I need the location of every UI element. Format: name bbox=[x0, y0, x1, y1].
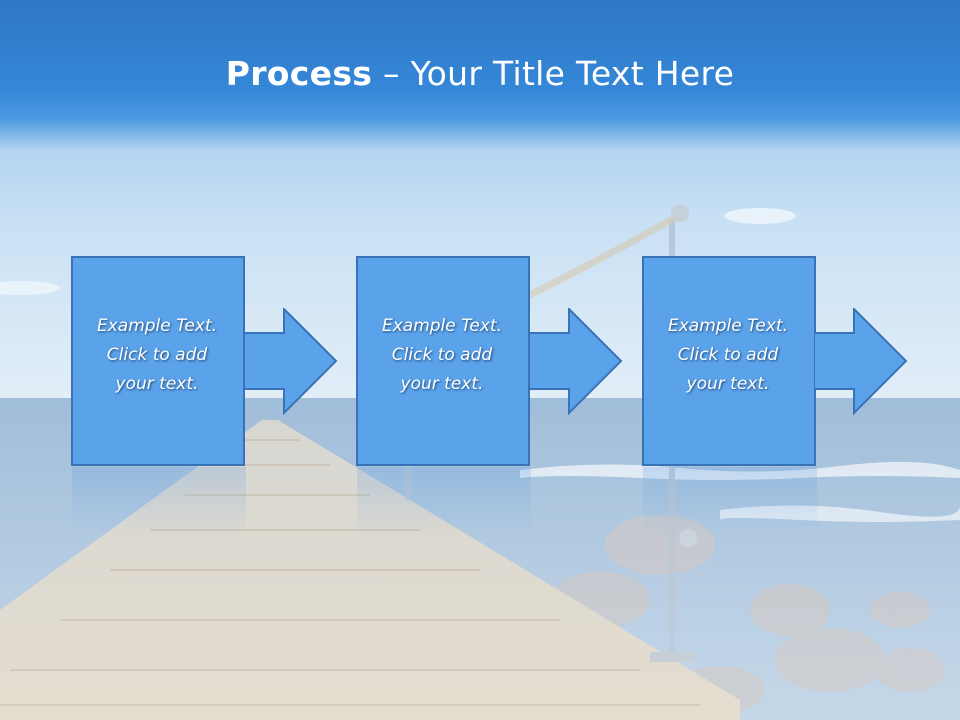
process-step-3[interactable]: Example Text. Click to add your text. bbox=[642, 256, 817, 466]
step-1-text: Example Text. Click to add your text. bbox=[96, 316, 218, 394]
slide-title[interactable]: Process – Your Title Text Here bbox=[0, 52, 960, 96]
process-step-1[interactable]: Example Text. Click to add your text. bbox=[71, 256, 246, 466]
step-3-text: Example Text. Click to add your text. bbox=[667, 316, 789, 394]
title-band bbox=[0, 0, 960, 150]
step-1-reflection bbox=[72, 467, 246, 537]
arrow-right-icon bbox=[529, 308, 623, 416]
step-box-shape bbox=[642, 256, 816, 466]
step-box-shape bbox=[71, 256, 245, 466]
title-rest: – Your Title Text Here bbox=[372, 54, 735, 93]
arrow-right-icon bbox=[814, 308, 908, 416]
step-3-reflection bbox=[643, 467, 817, 537]
process-step-2[interactable]: Example Text. Click to add your text. bbox=[356, 256, 531, 466]
arrow-right-icon bbox=[244, 308, 338, 416]
title-bold: Process bbox=[225, 54, 373, 93]
step-2-text: Example Text. Click to add your text. bbox=[381, 316, 503, 394]
step-2-reflection bbox=[357, 467, 531, 537]
step-box-shape bbox=[356, 256, 530, 466]
